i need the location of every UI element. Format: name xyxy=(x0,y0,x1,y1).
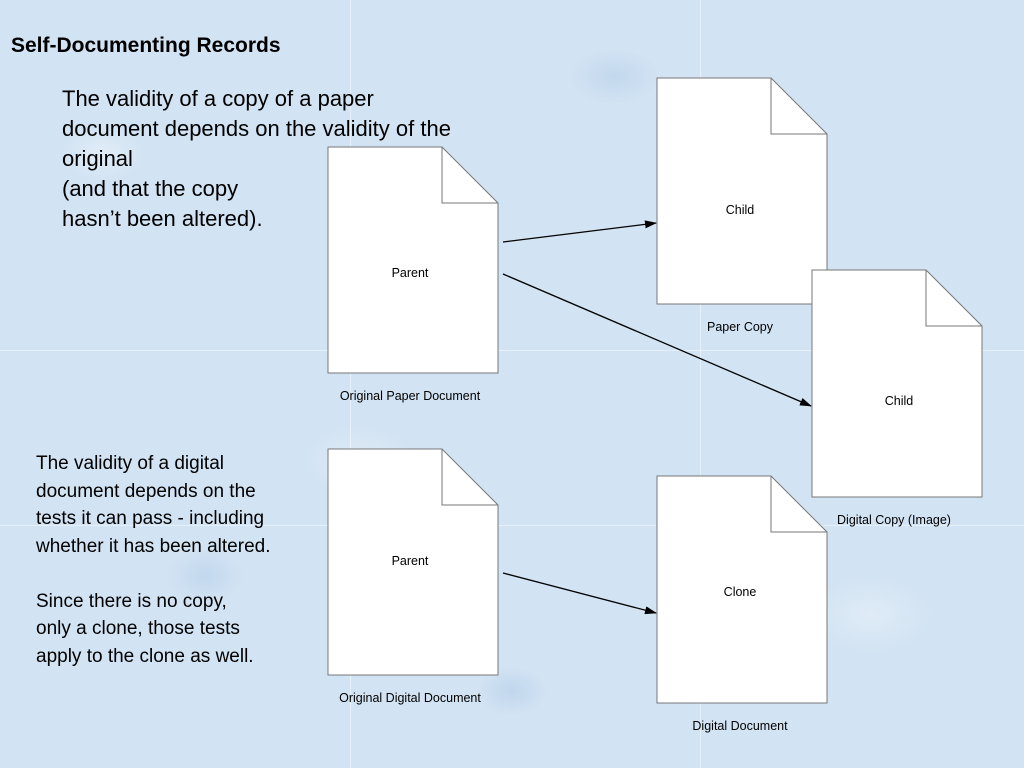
digital-parent-label: Parent xyxy=(391,554,429,568)
arrow-parent-to-clone xyxy=(502,572,657,615)
paper-child-label: Child xyxy=(725,203,755,217)
background-grid-line xyxy=(700,0,701,768)
image-child-caption: Digital Copy (Image) xyxy=(837,513,951,527)
slide-title: Self-Documenting Records xyxy=(11,34,281,57)
digital-document-explanation: The validity of a digital document depen… xyxy=(36,453,271,667)
paper-child-document xyxy=(656,77,828,305)
background-grid-line xyxy=(0,525,1024,526)
digital-clone-caption: Digital Document xyxy=(692,719,788,733)
paper-copy-explanation: The validity of a copy of a paper docume… xyxy=(62,86,451,231)
background-grid-line xyxy=(350,0,351,768)
paper-child-caption: Paper Copy xyxy=(706,320,774,334)
digital-parent-document xyxy=(327,448,499,676)
image-child-document xyxy=(811,269,983,498)
image-child-label: Child xyxy=(884,394,914,408)
digital-clone-document xyxy=(656,475,828,704)
digital-clone-label: Clone xyxy=(723,585,757,599)
arrow-parent-to-image-copy xyxy=(502,273,812,407)
arrow-parent-to-paper-copy xyxy=(502,220,657,243)
paper-parent-caption: Original Paper Document xyxy=(339,389,481,403)
digital-parent-caption: Original Digital Document xyxy=(339,691,481,705)
paper-parent-label: Parent xyxy=(391,266,429,280)
background-grid-line xyxy=(0,350,1024,351)
paper-parent-document xyxy=(327,146,499,374)
